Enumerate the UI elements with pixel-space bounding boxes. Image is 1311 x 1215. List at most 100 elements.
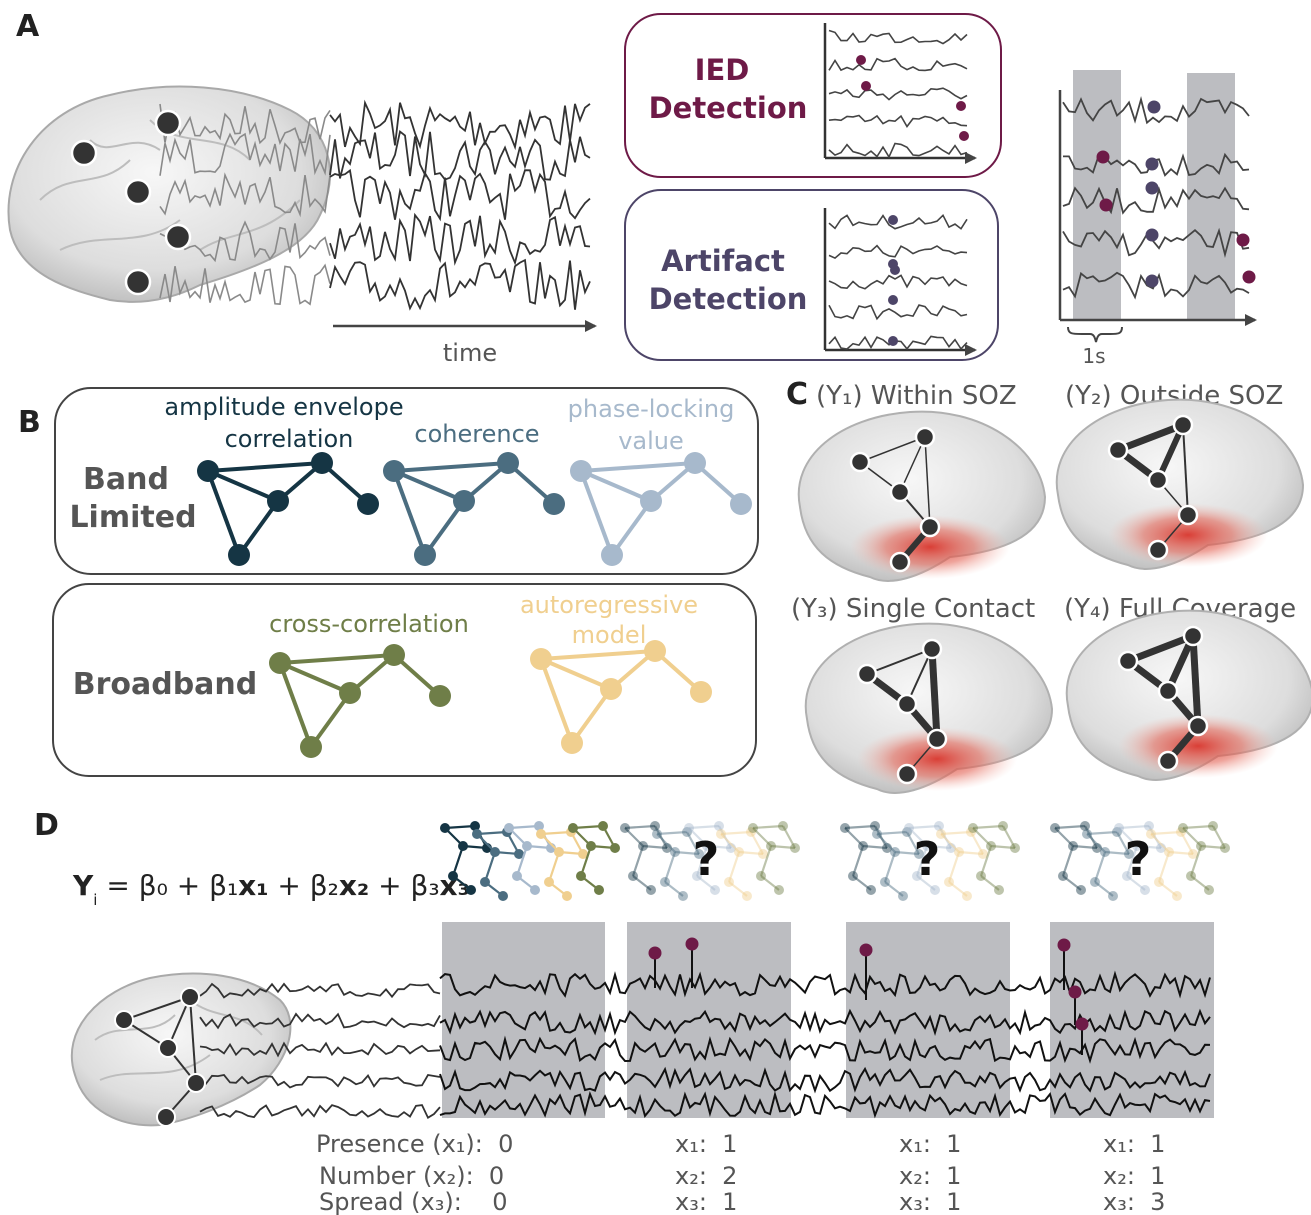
cluster-edge xyxy=(1136,844,1162,850)
network-edge xyxy=(579,470,614,556)
cluster-edge xyxy=(1072,844,1098,850)
cluster-edge xyxy=(688,827,708,847)
detection-dot xyxy=(861,81,871,91)
window-trace xyxy=(1062,186,1250,215)
cluster-edge xyxy=(906,831,920,855)
detection-dot xyxy=(856,55,866,65)
brain-a-folds xyxy=(39,119,301,251)
cluster-node xyxy=(534,821,544,831)
eq-rhs-a: = β₀ + β₁ xyxy=(97,869,238,902)
electrode xyxy=(124,178,152,206)
cluster-edge xyxy=(1157,851,1171,883)
cluster-node xyxy=(998,821,1008,831)
cluster-node xyxy=(1144,821,1154,831)
detection-dot xyxy=(956,101,966,111)
cluster-node xyxy=(994,885,1004,895)
mini-trace xyxy=(828,114,968,128)
eeg-trace xyxy=(329,99,591,151)
cluster-edge xyxy=(947,851,961,883)
electrode xyxy=(1157,680,1179,702)
cluster-edge xyxy=(1054,824,1086,830)
cluster-node xyxy=(748,823,758,833)
cluster-node xyxy=(968,823,978,833)
cluster-node xyxy=(458,841,468,851)
cluster-node xyxy=(504,823,514,833)
eeg-trace xyxy=(329,130,591,181)
cluster-edge xyxy=(1125,845,1139,877)
cluster-node xyxy=(840,823,850,833)
network-node xyxy=(311,452,333,474)
cluster-node xyxy=(734,847,744,857)
detection-dot xyxy=(1096,150,1110,164)
cluster-node xyxy=(598,821,608,831)
electrode xyxy=(1107,439,1129,461)
cluster-edge xyxy=(631,845,645,877)
cluster-edge xyxy=(876,833,896,853)
outcome-brains xyxy=(797,398,1311,794)
cluster-node xyxy=(848,871,858,881)
window0-presence: Presence (x₁): 0 xyxy=(316,1130,513,1158)
cluster-edge xyxy=(940,830,972,836)
cluster-node xyxy=(1208,821,1218,831)
mini-trace xyxy=(828,244,968,260)
cluster-edge xyxy=(540,830,572,836)
panel-d: D Yi = β₀ + β₁x₁ + β₂x₂ + β₃x₃ ? ? ? P xyxy=(34,808,1230,1215)
band-limited-line2: Limited xyxy=(69,500,196,535)
cluster-edge xyxy=(476,830,508,836)
cluster-node xyxy=(702,841,712,851)
cluster-node xyxy=(1068,841,1078,851)
connectivity-networks xyxy=(197,452,752,758)
cluster-node xyxy=(978,849,988,859)
cluster-node xyxy=(714,821,724,831)
cluster-node xyxy=(766,841,776,851)
electrode xyxy=(849,451,871,473)
cluster-node xyxy=(678,891,688,901)
network-edge xyxy=(393,461,509,473)
window-trace xyxy=(1062,227,1250,259)
cluster-edge xyxy=(940,833,960,853)
eeg-trace-faded xyxy=(159,263,331,306)
cluster-edge xyxy=(728,881,748,897)
detection-dot xyxy=(888,215,898,225)
cluster-edge xyxy=(572,824,604,830)
electrode xyxy=(1117,650,1139,672)
eeg-trace xyxy=(199,1074,441,1089)
cluster-edge xyxy=(915,845,929,877)
cluster-edge xyxy=(752,824,784,830)
eeg-trace xyxy=(199,1041,441,1058)
detection-dot xyxy=(1145,181,1159,195)
network-edge xyxy=(924,436,931,528)
cluster-node xyxy=(472,829,482,839)
cluster-edge xyxy=(688,824,720,830)
cluster-node xyxy=(880,877,890,887)
cluster-node xyxy=(1082,829,1092,839)
cluster-edge xyxy=(696,875,716,891)
cluster-node xyxy=(470,821,480,831)
electrode xyxy=(1172,414,1194,436)
network-edge xyxy=(392,470,427,556)
network-edge xyxy=(1116,421,1185,454)
cluster-edge xyxy=(948,881,968,897)
cluster-edge xyxy=(752,827,772,847)
cluster-node xyxy=(1178,823,1188,833)
network-label-coherence: coherence xyxy=(414,420,539,448)
electrode xyxy=(1182,625,1204,647)
electrode xyxy=(889,481,911,503)
cluster-node xyxy=(1122,871,1132,881)
cluster-edge xyxy=(632,875,652,891)
network-edge xyxy=(539,658,574,744)
panel-d-letter: D xyxy=(34,808,59,843)
cluster-edge xyxy=(851,845,865,877)
electrode xyxy=(914,426,936,448)
cluster-node xyxy=(790,843,800,853)
cluster-node xyxy=(890,847,900,857)
cluster-node xyxy=(568,823,578,833)
network-edge xyxy=(207,461,323,473)
cluster-node xyxy=(882,843,892,853)
cluster-edge xyxy=(972,827,992,847)
cluster-edge xyxy=(884,881,904,897)
window-trace xyxy=(1062,96,1250,125)
network-edge xyxy=(859,436,926,463)
electrode xyxy=(896,693,918,715)
cluster-node xyxy=(962,891,972,901)
